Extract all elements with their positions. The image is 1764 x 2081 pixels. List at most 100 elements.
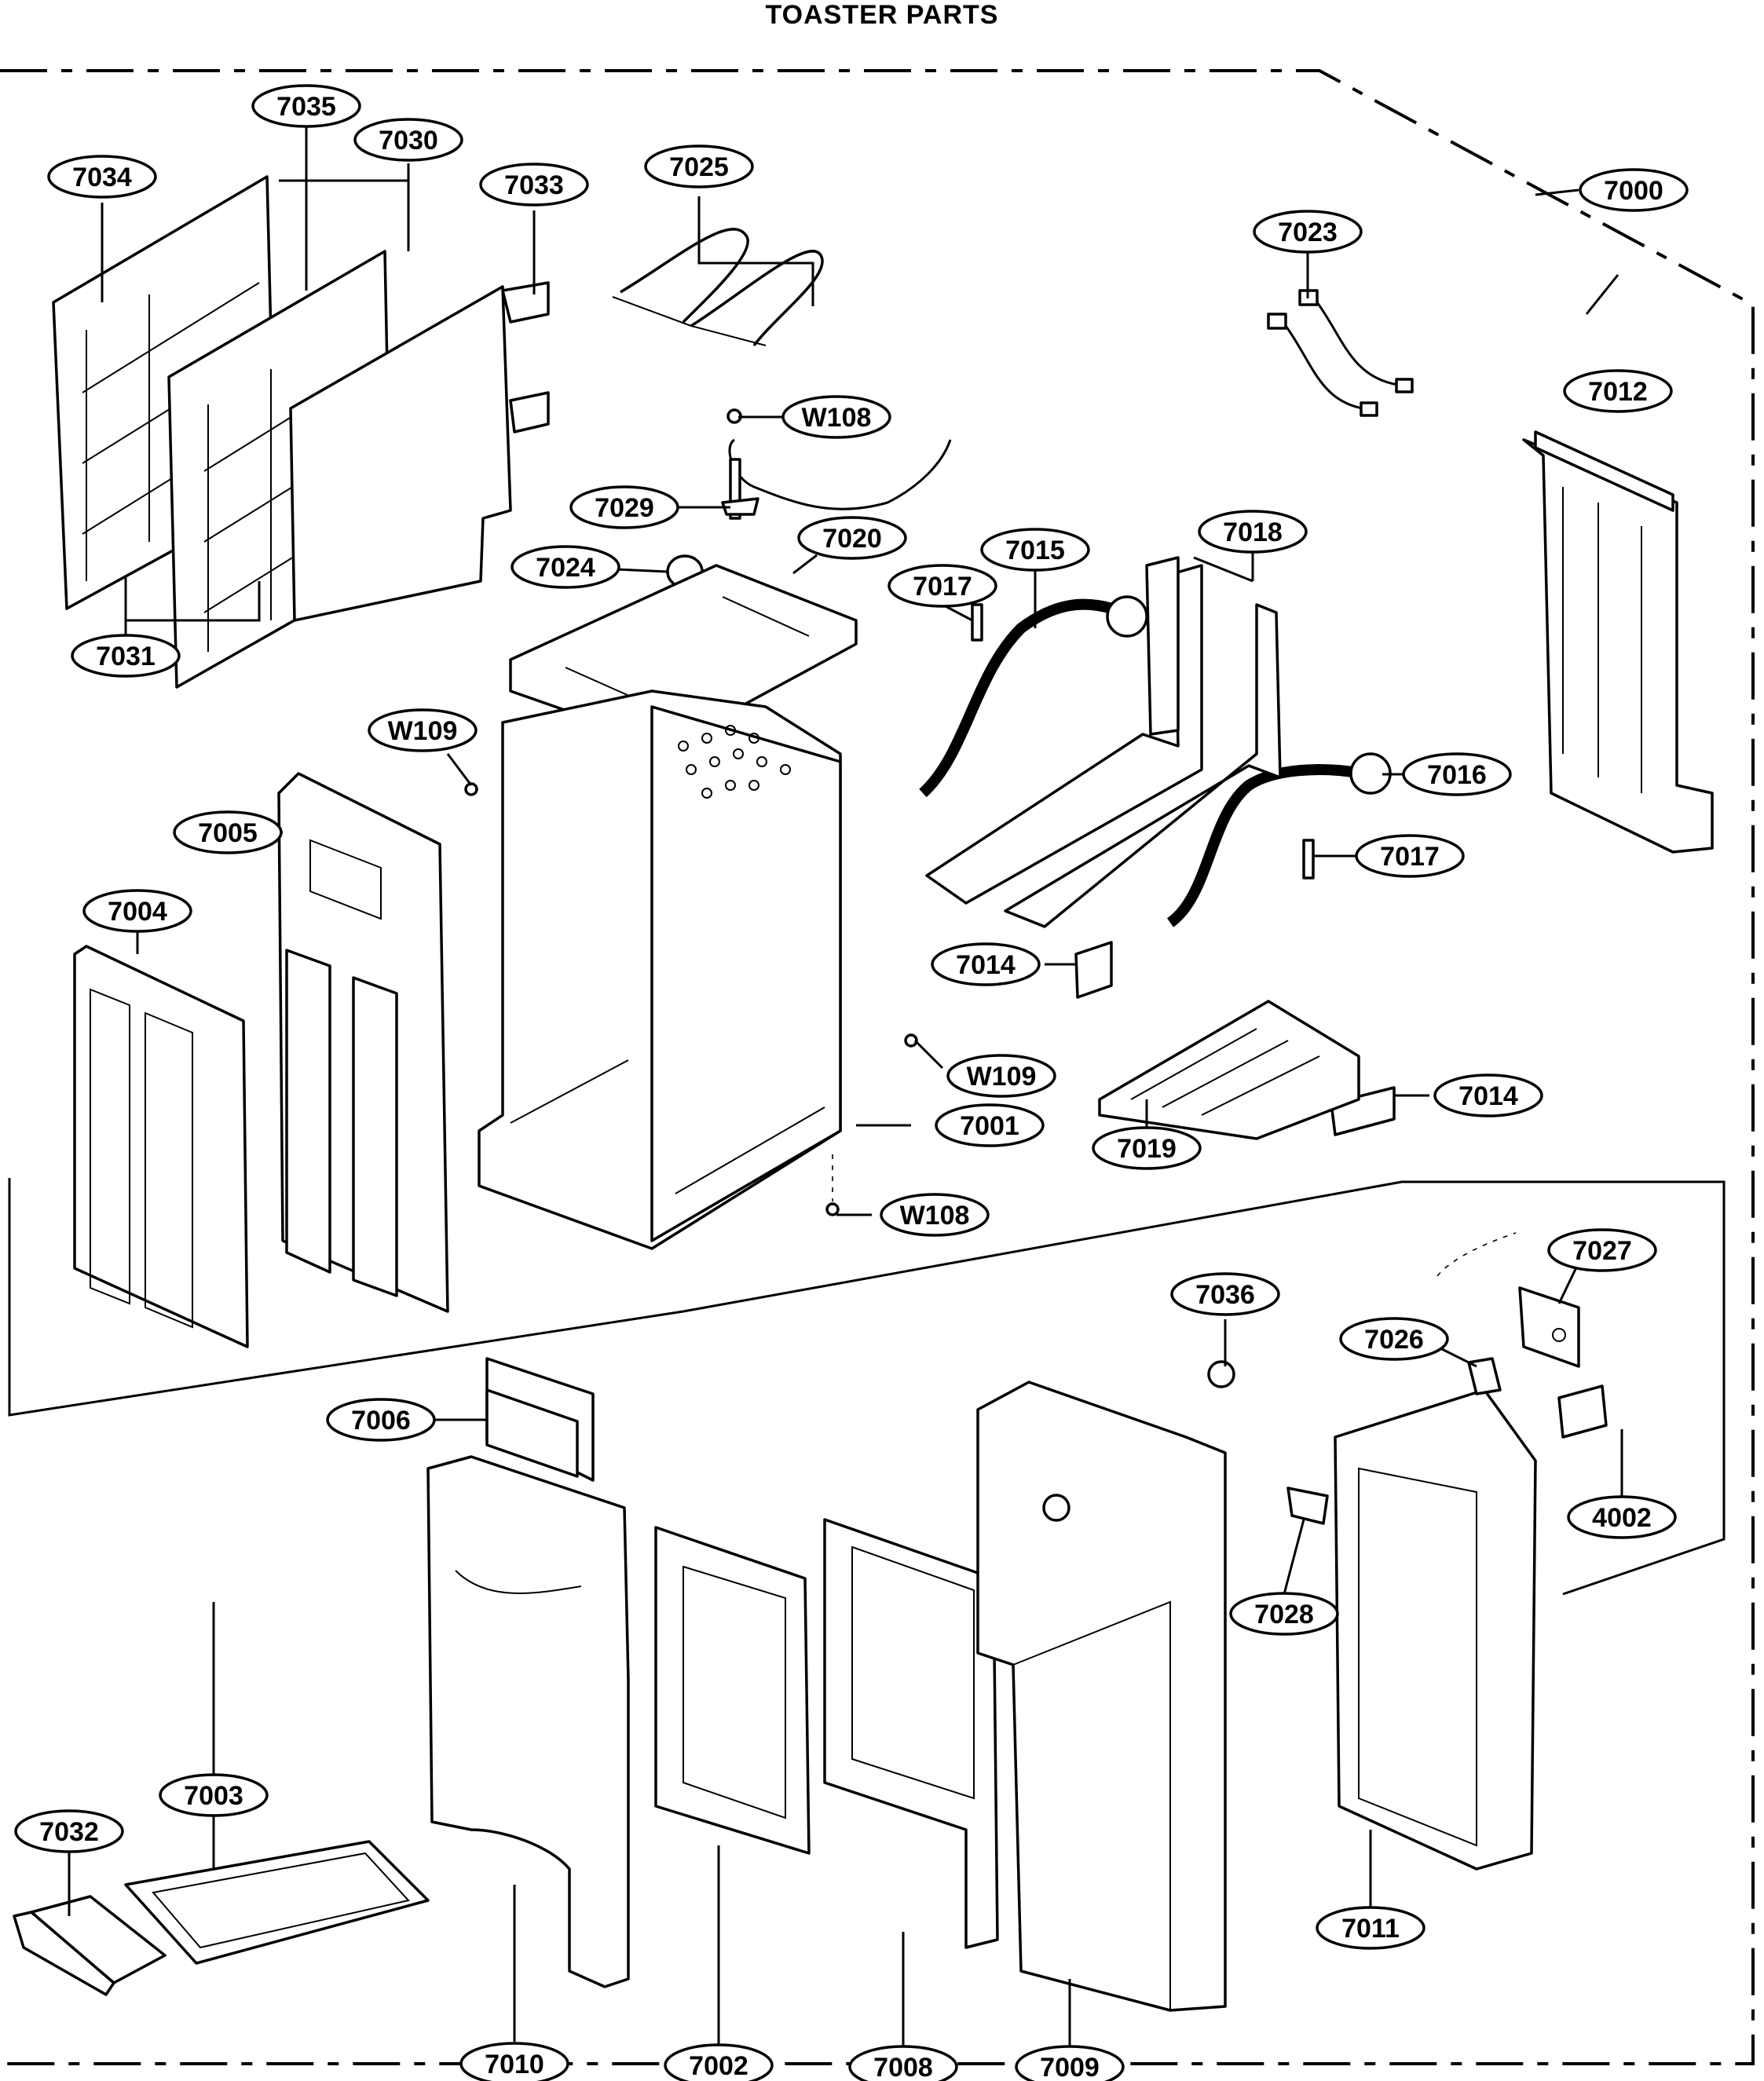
callout-text: 7006: [351, 1406, 411, 1435]
callout-oval: [368, 708, 478, 752]
callout-text: 7014: [956, 950, 1016, 980]
callout-text: 7020: [822, 524, 882, 554]
callout-oval: [251, 84, 361, 128]
callout-7026-l7026: 7026: [1339, 1317, 1449, 1361]
callout-oval: [71, 634, 181, 678]
part-7002-window-frame: [654, 1526, 811, 1855]
part-7023-lead-wire: [1267, 289, 1414, 417]
callout-oval: [1567, 1495, 1677, 1539]
callout-oval: [664, 2043, 774, 2081]
callout-oval: [1092, 1126, 1202, 1170]
callout-text: W109: [388, 716, 458, 746]
part-7014-slide-block-upper: [1074, 941, 1113, 999]
callout-text: 7024: [536, 553, 595, 583]
callout-7031-l7031: 7031: [71, 634, 181, 678]
callout-oval: [511, 545, 620, 589]
callout-w108-lW108b: W108: [880, 1193, 990, 1237]
callout-oval: [946, 1054, 1056, 1098]
callout-7011-l7011: 7011: [1316, 1906, 1425, 1950]
part-7029-thermistor: [721, 408, 952, 520]
callout-7006-l7006: 7006: [326, 1398, 436, 1442]
callout-7012-l7012: 7012: [1563, 369, 1673, 413]
callout-oval: [326, 1398, 436, 1442]
callout-text: 7014: [1458, 1081, 1518, 1111]
subassembly-outline: [8, 1178, 1726, 1596]
callout-oval: [1579, 168, 1689, 212]
callout-text: 7000: [1604, 176, 1663, 206]
callout-w108-lW108a: W108: [781, 395, 891, 439]
part-4002-micro-switch: [1557, 1384, 1608, 1439]
callout-7016-l7016: 7016: [1402, 752, 1512, 796]
part-7015-lever-arm: [919, 595, 1148, 798]
callout-7008-l7008: 7008: [848, 2045, 958, 2081]
callout-7003-l7003: 7003: [159, 1773, 269, 1817]
callout-text: 7002: [689, 2051, 748, 2081]
callout-text: 7026: [1364, 1325, 1424, 1355]
callout-oval: [848, 2045, 958, 2081]
callout-text: 7012: [1588, 377, 1648, 407]
part-7005-inner-panel: [277, 772, 449, 1313]
callout-7024-l7024: 7024: [511, 545, 620, 589]
callout-oval: [1563, 369, 1673, 413]
callout-oval: [173, 810, 283, 854]
callout-7032-l7032: 7032: [14, 1809, 124, 1853]
callout-7033-l7033: 7033: [479, 163, 589, 207]
part-W108-screw-bottom: [825, 1154, 840, 1216]
callout-text: 7032: [39, 1817, 99, 1847]
part-7003-crumb-tray: [124, 1840, 430, 1965]
callout-text: 7018: [1223, 518, 1283, 547]
callout-text: 7001: [960, 1111, 1019, 1141]
callout-text: 7029: [595, 493, 654, 523]
callout-text: 7009: [1040, 2053, 1100, 2081]
callout-7014-l7014a: 7014: [931, 942, 1041, 986]
callout-oval: [353, 118, 463, 162]
callout-4002-l4002: 4002: [1567, 1495, 1677, 1539]
part-7019-crumb-tray-frame: [1098, 1000, 1360, 1140]
callout-7001-l7001: 7001: [935, 1103, 1045, 1147]
callout-oval: [797, 516, 907, 560]
callout-7014-l7014b: 7014: [1433, 1073, 1543, 1117]
assembly-boundary: [0, 69, 1755, 2065]
callout-7035-l7035: 7035: [251, 84, 361, 128]
callout-text: 7027: [1572, 1236, 1632, 1266]
callout-oval: [1402, 752, 1512, 796]
part-7001-chassis: [478, 689, 842, 1250]
callout-oval: [644, 144, 754, 188]
callout-text: 7010: [485, 2050, 544, 2079]
callout-text: 7015: [1005, 536, 1065, 565]
callout-text: 7005: [198, 818, 258, 848]
callout-oval: [159, 1773, 269, 1817]
callout-oval: [935, 1103, 1045, 1147]
callout-oval: [1229, 1592, 1339, 1636]
callout-text: 7036: [1195, 1280, 1255, 1310]
callout-text: 7030: [379, 126, 438, 155]
callout-text: W109: [967, 1062, 1037, 1092]
part-7012-side-frame: [1522, 430, 1714, 854]
part-7020-top-plate: [509, 564, 858, 748]
callout-w109-lW109a: W109: [368, 708, 478, 752]
part-7004-outer-panel: [73, 945, 249, 1348]
callout-oval: [459, 2042, 569, 2081]
callout-oval: [980, 528, 1090, 572]
callout-oval: [479, 163, 589, 207]
callout-text: W108: [900, 1201, 970, 1231]
part-7026-bracket: [1467, 1357, 1502, 1395]
callout-7025-l7025: 7025: [644, 144, 754, 188]
callout-text: 7011: [1341, 1914, 1400, 1944]
callout-oval: [569, 485, 679, 529]
callout-7020-l7020: 7020: [797, 516, 907, 560]
callout-text: 7019: [1117, 1134, 1177, 1164]
part-7016-lever-arm: [1166, 752, 1392, 927]
callout-7018-l7018: 7018: [1198, 510, 1308, 554]
callout-oval: [14, 1809, 124, 1853]
part-7008-inner-frame: [823, 1518, 999, 1949]
callout-text: 7017: [913, 572, 972, 602]
callout-oval: [82, 889, 192, 933]
callout-7028-l7028: 7028: [1229, 1592, 1339, 1636]
callout-text: 7031: [96, 642, 156, 671]
callout-7010-l7010: 7010: [459, 2042, 569, 2081]
callout-text: 7033: [504, 170, 564, 200]
callout-7030-l7030: 7030: [353, 118, 463, 162]
callout-text: 7035: [276, 92, 336, 122]
